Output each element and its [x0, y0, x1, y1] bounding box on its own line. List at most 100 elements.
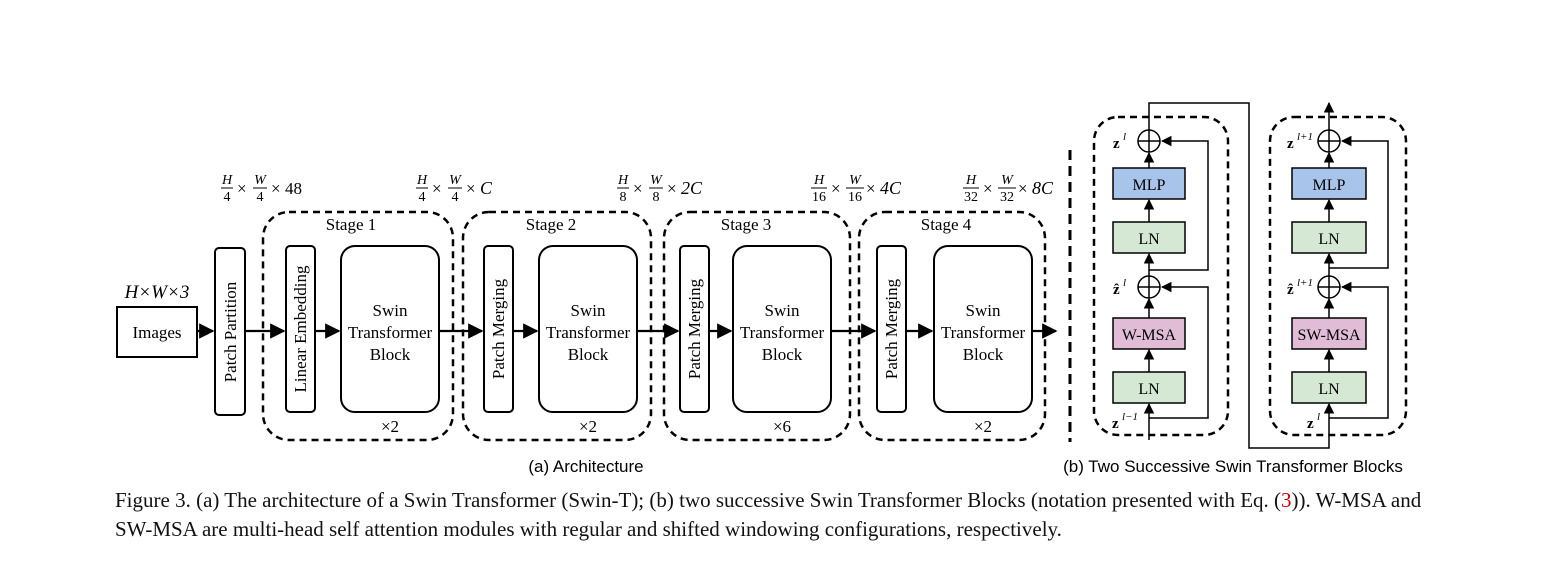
svg-text:×: ×	[237, 179, 247, 198]
svg-text:8: 8	[653, 190, 660, 205]
patch-merging-box-4	[876, 245, 907, 413]
caption-part-2: )). W-MSA and SW-MSA are multi-head self…	[115, 488, 1422, 541]
resolution-label-3: H 16 × W 16 × 4C	[811, 173, 902, 205]
input-dims-label: H×W×3	[124, 282, 190, 303]
swin-block-text-1: Swin	[765, 301, 800, 320]
figure-caption: Figure 3. (a) The architecture of a Swin…	[115, 486, 1425, 544]
stage-2-repeat: ×2	[579, 417, 597, 436]
svg-text:ẑ: ẑ	[1113, 282, 1120, 298]
svg-text:z: z	[1112, 416, 1119, 432]
resolution-label-1: H 4 × W 4 × C	[416, 173, 493, 205]
stage-4-box	[857, 210, 1047, 442]
stage-1-box	[261, 210, 455, 442]
block-b-arrows	[1323, 101, 1389, 419]
svg-text:W: W	[254, 173, 267, 188]
svg-text:×: ×	[271, 179, 281, 198]
svg-text:16: 16	[848, 190, 862, 205]
swin-block-text-3: Block	[762, 345, 803, 364]
svg-text:4: 4	[257, 190, 264, 205]
stage-3-repeat: ×6	[773, 417, 791, 436]
wmsa-box	[1112, 317, 1186, 350]
equation-reference-link[interactable]: 3	[1281, 488, 1292, 512]
svg-text:16: 16	[812, 190, 826, 205]
mlp-label-b: MLP	[1313, 177, 1346, 194]
images-box	[116, 306, 198, 358]
svg-text:32: 32	[964, 190, 978, 205]
swin-block-text-2: Transformer	[941, 323, 1026, 342]
svg-text:H: H	[221, 173, 233, 188]
svg-text:4: 4	[224, 190, 231, 205]
block-b-symbols: z l+1 ẑ l+1 z l	[1287, 131, 1320, 432]
svg-text:z: z	[1113, 136, 1120, 152]
stage-4-title: Stage 4	[921, 215, 972, 234]
svg-text:×: ×	[432, 179, 442, 198]
patch-merging-box-2	[483, 245, 514, 413]
svg-text:×: ×	[1018, 179, 1028, 198]
svg-text:H: H	[416, 173, 428, 188]
svg-text:8: 8	[620, 190, 627, 205]
subcaption-blocks: (b) Two Successive Swin Transformer Bloc…	[1063, 457, 1403, 476]
block-a-symbols: z l ẑ l z l−1	[1112, 131, 1138, 432]
patch-merging-box-3	[679, 245, 710, 413]
swin-block-stage-1	[340, 245, 440, 413]
svg-text:l−1: l−1	[1122, 411, 1138, 423]
swmsa-label: SW-MSA	[1297, 327, 1361, 344]
stage-2-box	[461, 210, 653, 442]
svg-text:×: ×	[983, 179, 993, 198]
swin-block-stage-3	[732, 245, 832, 413]
resolution-label-0: H 4 × W 4 × 48	[221, 173, 302, 205]
subcaption-architecture: (a) Architecture	[528, 457, 643, 476]
patch-merging-label-4: Patch Merging	[882, 278, 901, 379]
svg-text:ẑ: ẑ	[1287, 282, 1294, 298]
svg-text:32: 32	[1000, 190, 1014, 205]
swin-block-text-2: Transformer	[740, 323, 825, 342]
svg-text:4: 4	[419, 190, 426, 205]
swin-block-text-2: Transformer	[546, 323, 631, 342]
linear-embedding-label: Linear Embedding	[291, 265, 310, 392]
resolution-label-4: H 32 × W 32 × 8C	[963, 173, 1054, 205]
swin-block-stage-2	[538, 245, 638, 413]
svg-text:H: H	[617, 173, 629, 188]
block-a-arrows	[1143, 102, 1335, 449]
svg-text:4: 4	[452, 190, 459, 205]
svg-text:×: ×	[866, 179, 876, 198]
stage-1-repeat: ×2	[381, 417, 399, 436]
swin-block-text-2: Transformer	[348, 323, 433, 342]
swin-block-text-3: Block	[370, 345, 411, 364]
patch-merging-label-2: Patch Merging	[489, 278, 508, 379]
svg-text:×: ×	[831, 179, 841, 198]
swin-block-text-3: Block	[568, 345, 609, 364]
svg-text:l: l	[1123, 131, 1126, 143]
svg-text:W: W	[1001, 173, 1014, 188]
images-label: Images	[132, 323, 181, 342]
svg-text:l: l	[1317, 411, 1320, 423]
svg-text:l: l	[1123, 277, 1126, 289]
svg-text:×: ×	[633, 179, 643, 198]
patch-partition-label: Patch Partition	[221, 281, 240, 382]
block-a-container	[1092, 115, 1230, 437]
swin-architecture-figure: H×W×3 Images Patch Partition Stage 1 Sta…	[116, 101, 1408, 476]
swin-block-text-3: Block	[963, 345, 1004, 364]
svg-text:z: z	[1307, 416, 1314, 432]
ln-bottom-label-a: LN	[1138, 381, 1160, 398]
ln-top-label-a: LN	[1138, 231, 1160, 248]
svg-text:4C: 4C	[880, 178, 902, 198]
ln-top-box-a	[1112, 221, 1186, 254]
mlp-box-a	[1112, 167, 1186, 200]
stage-1-title: Stage 1	[326, 215, 377, 234]
ln-top-label-b: LN	[1318, 231, 1340, 248]
swin-block-text-1: Swin	[373, 301, 408, 320]
swin-block-text-1: Swin	[966, 301, 1001, 320]
svg-text:×: ×	[667, 179, 677, 198]
svg-text:l+1: l+1	[1297, 277, 1313, 289]
svg-text:W: W	[449, 173, 462, 188]
ln-bottom-box-a	[1112, 371, 1186, 404]
caption-part-1: Figure 3. (a) The architecture of a Swin…	[115, 488, 1282, 512]
stage-3-box	[662, 210, 852, 442]
wmsa-label: W-MSA	[1122, 327, 1177, 344]
svg-text:8C: 8C	[1032, 178, 1054, 198]
svg-text:H: H	[813, 173, 825, 188]
swin-block-stage-4	[933, 245, 1033, 413]
linear-embedding-box	[285, 245, 316, 413]
resolution-label-2: H 8 × W 8 × 2C	[617, 173, 703, 205]
